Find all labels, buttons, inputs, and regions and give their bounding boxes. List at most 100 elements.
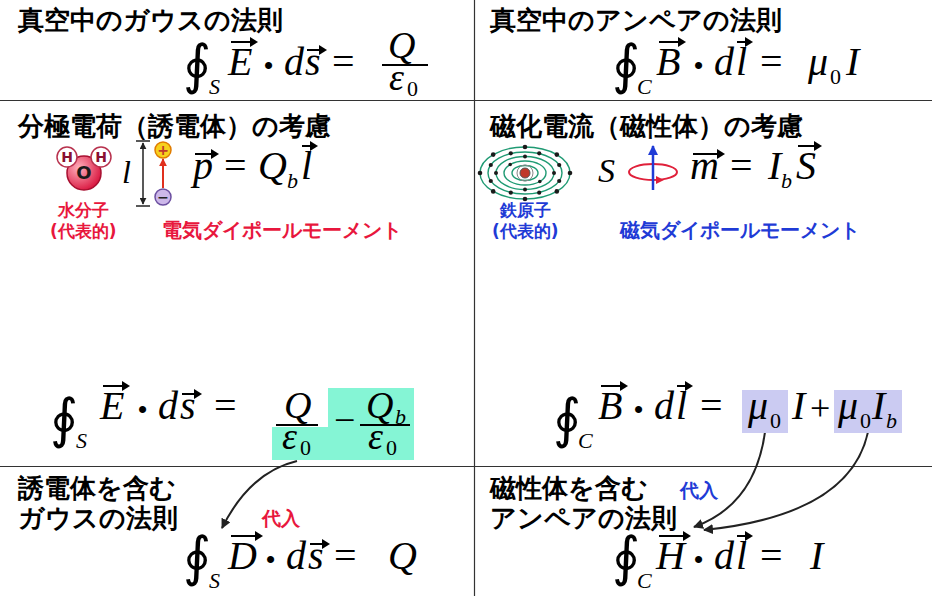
vector-symbol: D — [228, 536, 257, 576]
iron-atom-illustration — [478, 145, 573, 202]
math-symbol: Q — [258, 146, 287, 186]
vector-symbol: p — [193, 146, 213, 186]
math-symbol: S — [76, 430, 87, 452]
math-symbol: b — [395, 406, 406, 428]
math-symbol: d — [284, 42, 304, 82]
dot-operator: • — [694, 546, 703, 572]
math-symbol: C — [578, 430, 593, 452]
atom-letter: H — [61, 150, 73, 164]
dot-operator: • — [266, 546, 275, 572]
vector-symbol: l — [736, 536, 747, 576]
math-symbol: I — [792, 386, 805, 426]
integral-sign: ∮ — [553, 392, 581, 446]
vector-symbol: l — [736, 42, 747, 82]
vector-symbol: l — [676, 386, 687, 426]
math-symbol: I — [846, 42, 859, 82]
math-symbol: S — [598, 154, 615, 188]
math-symbol: = — [730, 146, 753, 186]
math-symbol: C — [637, 570, 652, 592]
hydrogen-atom: H — [90, 146, 112, 168]
dot-operator: • — [634, 396, 643, 422]
dot-operator: • — [694, 52, 703, 78]
math-symbol: 0 — [407, 78, 418, 100]
highlight-box: μ0Ib — [834, 390, 902, 433]
math-symbol: = — [214, 386, 237, 426]
current-loop — [629, 146, 677, 190]
math-symbol: 0 — [770, 410, 781, 432]
vector-symbol: H — [656, 536, 685, 576]
math-symbol: = — [224, 146, 247, 186]
math-symbol: S — [209, 570, 220, 592]
hydrogen-atom: H — [56, 146, 78, 168]
positive-charge: + — [154, 141, 172, 159]
charge-sign: + — [157, 143, 169, 157]
math-symbol: 0 — [860, 410, 871, 432]
vector-symbol: l — [301, 146, 312, 186]
math-symbol: S — [209, 76, 220, 98]
note-label: (代表的) — [492, 223, 559, 240]
vector-symbol: m — [690, 146, 719, 186]
vector-symbol: B — [598, 386, 622, 426]
dimension-line — [136, 141, 150, 206]
math-symbol: = — [760, 536, 783, 576]
cell-heading: アンペアの法則 — [490, 505, 677, 531]
math-symbol: l — [122, 156, 131, 188]
math-symbol: μ — [838, 386, 858, 426]
note-label: 水分子 — [58, 202, 109, 219]
math-symbol: b — [287, 170, 298, 192]
math-symbol: I — [768, 146, 781, 186]
vector-symbol: E — [228, 42, 252, 82]
math-symbol: μ — [748, 386, 768, 426]
math-symbol: − — [334, 401, 355, 439]
cell-heading: 誘電体を含む — [18, 475, 176, 501]
math-symbol: = — [334, 536, 357, 576]
dipole-arrow — [162, 159, 164, 188]
highlight-box: μ0 — [742, 390, 788, 433]
vector-symbol: s — [308, 536, 324, 576]
vector-symbol: E — [100, 386, 124, 426]
cell-heading: 磁性体を含む — [490, 475, 648, 501]
math-symbol: 0 — [830, 66, 841, 88]
charge-sign: − — [157, 190, 169, 204]
math-symbol: ε — [389, 58, 404, 96]
math-symbol: b — [886, 410, 897, 432]
math-symbol: = — [700, 386, 723, 426]
cell-heading: 真空中のガウスの法則 — [18, 7, 283, 33]
dot-operator: • — [264, 52, 273, 78]
integral-sign: ∮ — [612, 530, 640, 584]
highlight-box: ε0−Qbε0 — [272, 388, 414, 460]
fraction-bar — [382, 64, 428, 66]
negative-charge: − — [154, 188, 172, 206]
math-symbol: = — [332, 42, 355, 82]
math-symbol: d — [654, 386, 674, 426]
note-label: 鉄原子 — [500, 202, 551, 219]
integral-sign: ∮ — [612, 38, 640, 92]
note-label: 磁気ダイポールモーメント — [620, 220, 860, 240]
vector-symbol: s — [305, 42, 321, 82]
math-symbol: d — [158, 386, 178, 426]
math-symbol: ε — [368, 417, 383, 455]
integral-sign: ∮ — [50, 392, 78, 446]
integral-sign: ∮ — [183, 530, 211, 584]
math-symbol: b — [781, 170, 792, 192]
vector-symbol: B — [656, 42, 680, 82]
math-symbol: Q — [388, 536, 417, 576]
math-symbol: 0 — [386, 437, 397, 459]
math-symbol: I — [872, 386, 885, 426]
note-label: 電気ダイポールモーメント — [162, 220, 402, 240]
math-symbol: + — [810, 390, 830, 426]
math-symbol: C — [637, 76, 652, 98]
atom-letter: O — [76, 164, 91, 182]
math-symbol: d — [714, 42, 734, 82]
cell-heading: 磁化電流（磁性体）の考慮 — [490, 113, 803, 139]
cell-heading: 真空中のアンペアの法則 — [490, 7, 782, 33]
note-label: 代入 — [680, 481, 718, 500]
math-symbol: = — [760, 42, 783, 82]
atom-letter: H — [95, 150, 107, 164]
math-symbol: μ — [808, 42, 828, 82]
math-symbol: d — [714, 536, 734, 576]
math-symbol: I — [810, 536, 823, 576]
cell-heading: ガウスの法則 — [18, 505, 178, 531]
